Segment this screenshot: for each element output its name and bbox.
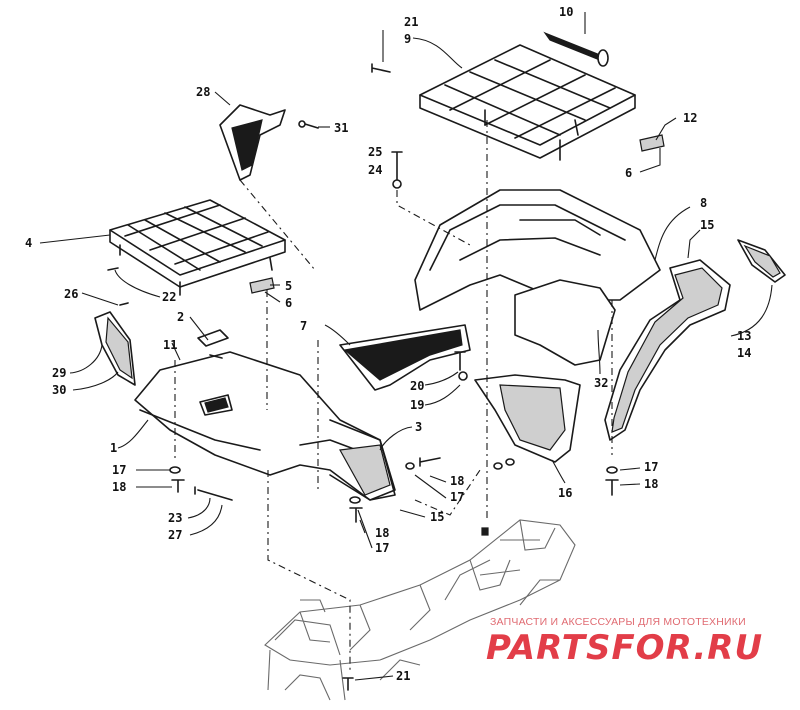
callout-23: 23 (168, 511, 182, 525)
callout-17: 17 (375, 541, 389, 555)
callout-5: 5 (285, 279, 292, 293)
front-fender (134, 351, 396, 501)
callout-13: 13 (737, 329, 751, 343)
side-panel (219, 104, 286, 181)
callout-9: 9 (404, 32, 411, 46)
flare-trim (737, 239, 786, 283)
front-mud-flap (329, 419, 396, 501)
rear-rack (419, 44, 636, 161)
callout-17: 17 (644, 460, 658, 474)
callout-6: 6 (285, 296, 292, 310)
callout-10: 10 (559, 5, 573, 19)
atv-frame (264, 519, 576, 701)
callout-2: 2 (177, 310, 184, 324)
callout-8: 8 (700, 196, 707, 210)
watermark-logo: PARTSFOR.RU (486, 628, 764, 668)
hardware (107, 63, 619, 691)
callout-1: 1 (110, 441, 117, 455)
callout-27: 27 (168, 528, 182, 542)
rear-inner-fender (514, 279, 616, 366)
callout-7: 7 (300, 319, 307, 333)
callout-19: 19 (410, 398, 424, 412)
callout-17: 17 (112, 463, 126, 477)
callout-18: 18 (112, 480, 126, 494)
callout-15: 15 (430, 510, 444, 524)
callout-17: 17 (450, 490, 464, 504)
callout-18: 18 (375, 526, 389, 540)
callout-29: 29 (52, 366, 66, 380)
callout-31: 31 (334, 121, 348, 135)
callout-4: 4 (25, 236, 32, 250)
callout-26: 26 (64, 287, 78, 301)
rack-roll (543, 31, 609, 67)
callout-16: 16 (558, 486, 572, 500)
callout-14: 14 (737, 346, 751, 360)
rack-block (639, 134, 665, 152)
callout-24: 24 (368, 163, 382, 177)
callout-22: 22 (162, 290, 176, 304)
front-fender-cap (197, 329, 229, 347)
rear-mud-guard (474, 374, 581, 463)
callout-25: 25 (368, 145, 382, 159)
callout-18: 18 (450, 474, 464, 488)
callout-18: 18 (644, 477, 658, 491)
leader-lines (39, 12, 773, 681)
callout-32: 32 (594, 376, 608, 390)
assembly-lines (174, 120, 613, 670)
callout-15: 15 (700, 218, 714, 232)
front-rack (109, 199, 286, 296)
fender-flare (604, 259, 731, 441)
callout-30: 30 (52, 383, 66, 397)
callout-20: 20 (410, 379, 424, 393)
rear-fender (414, 189, 661, 311)
callout-3: 3 (415, 420, 422, 434)
callout-11: 11 (163, 338, 177, 352)
callout-28: 28 (196, 85, 210, 99)
callout-labels: 21 9 10 12 6 28 31 25 24 8 15 4 22 5 6 2… (25, 5, 751, 683)
callout-6: 6 (625, 166, 632, 180)
callout-21: 21 (396, 669, 410, 683)
side-cover (339, 324, 471, 391)
callout-12: 12 (683, 111, 697, 125)
callout-21: 21 (404, 15, 418, 29)
watermark-subtitle: ЗАПЧАСТИ И АКСЕССУАРЫ ДЛЯ МОТОТЕХНИКИ (490, 616, 746, 628)
